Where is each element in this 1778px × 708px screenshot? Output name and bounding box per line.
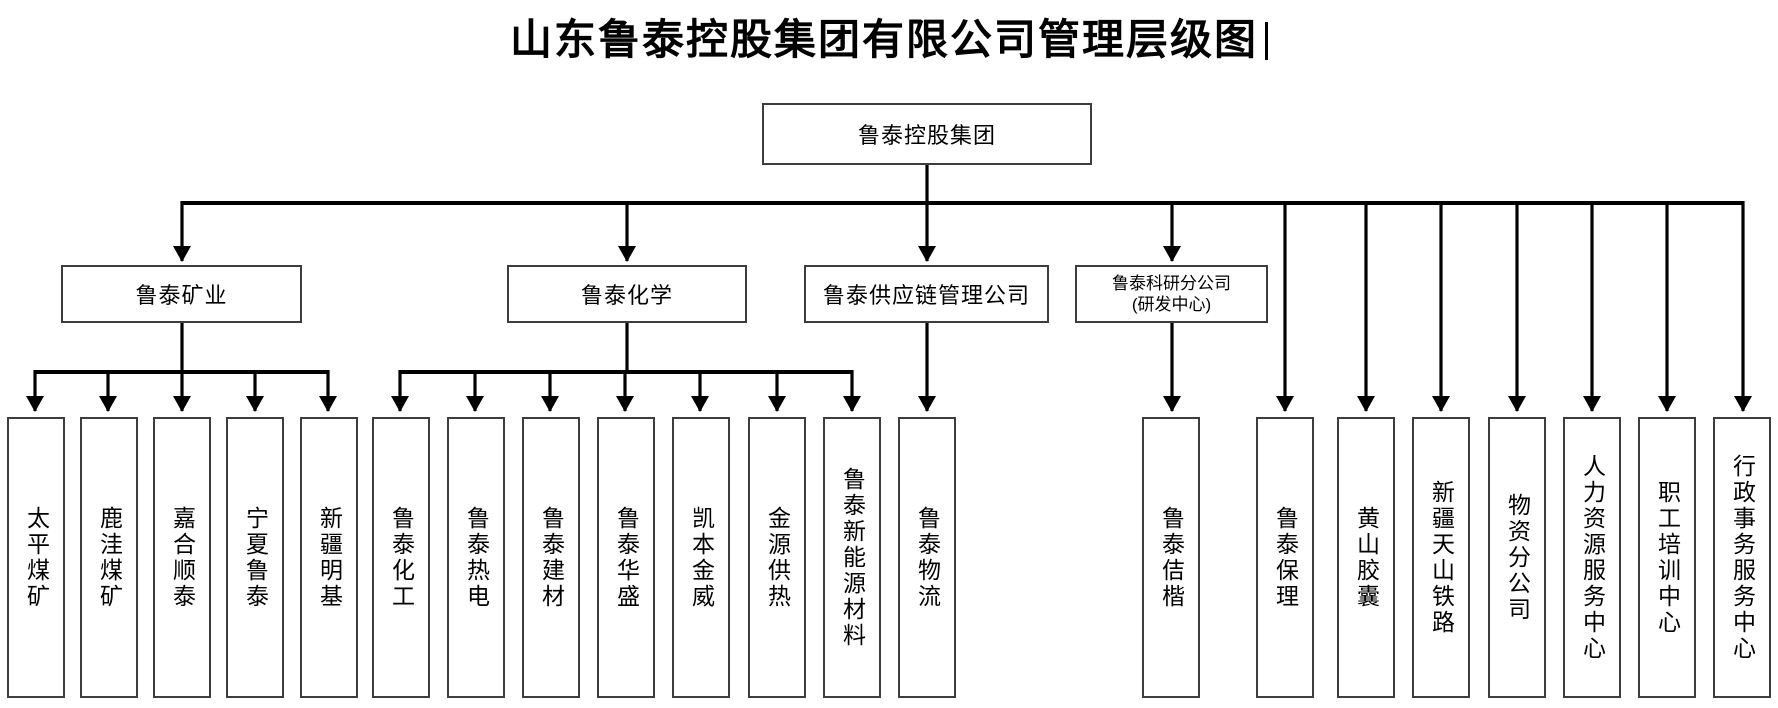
org-leaf-node: 宁夏鲁泰 [226,417,284,698]
org-leaf-node: 金源供热 [748,417,806,698]
org-leaf-label: 嘉合顺泰 [169,505,196,610]
org-leaf-label: 新疆明基 [316,505,343,610]
node-research-label-line2: (研发中心) [1131,295,1212,314]
org-leaf-label: 职工培训中心 [1654,479,1681,636]
org-leaf-node: 鲁泰新能源材料 [823,417,881,698]
title-row: 山东鲁泰控股集团有限公司管理层级图 [0,6,1778,67]
text-cursor [1265,22,1268,60]
org-leaf-node: 鹿洼煤矿 [80,417,138,698]
org-leaf-label: 鲁泰新能源材料 [839,466,866,649]
org-leaf-label: 鲁泰化工 [388,505,415,610]
node-chemistry-label: 鲁泰化学 [580,283,673,308]
org-leaf-node: 新疆明基 [300,417,358,698]
org-leaf-node: 太平煤矿 [7,417,65,698]
org-leaf-label: 鲁泰物流 [914,505,941,610]
org-leaf-node: 凯本金威 [672,417,730,698]
org-leaf-label: 鲁泰建材 [538,505,565,610]
org-leaf-label: 宁夏鲁泰 [242,505,269,610]
node-root: 鲁泰控股集团 [762,103,1092,165]
org-leaf-label: 新疆天山铁路 [1428,479,1455,636]
org-leaf-label: 太平煤矿 [23,505,50,610]
node-supply-chain-label: 鲁泰供应链管理公司 [822,283,1030,308]
page-title: 山东鲁泰控股集团有限公司管理层级图 [509,18,1258,64]
node-root-label: 鲁泰控股集团 [857,123,996,148]
org-leaf-label: 黄山胶囊 [1353,505,1380,610]
org-leaf-node: 鲁泰热电 [447,417,505,698]
org-leaf-label: 物资分公司 [1504,492,1531,623]
org-leaf-node: 行政事务服务中心 [1713,417,1771,698]
node-mining-label: 鲁泰矿业 [135,283,228,308]
org-leaf-node: 职工培训中心 [1638,417,1696,698]
org-leaf-node: 物资分公司 [1488,417,1546,698]
org-leaf-label: 行政事务服务中心 [1729,453,1756,662]
org-leaf-label: 鹿洼煤矿 [96,505,123,610]
org-leaf-node: 鲁泰物流 [898,417,956,698]
org-leaf-label: 凯本金威 [688,505,715,610]
org-leaf-node: 鲁泰保理 [1256,417,1314,698]
node-supply-chain: 鲁泰供应链管理公司 [804,265,1049,323]
org-leaf-node: 嘉合顺泰 [153,417,211,698]
node-chemistry: 鲁泰化学 [507,265,747,323]
org-leaf-label: 鲁泰保理 [1272,505,1299,610]
node-research-label-line1: 鲁泰科研分公司 [1112,273,1231,293]
org-leaf-label: 鲁泰佶楷 [1158,505,1185,610]
org-leaf-label: 鲁泰华盛 [613,505,640,610]
org-leaf-node: 鲁泰佶楷 [1142,417,1200,698]
org-leaf-node: 人力资源服务中心 [1563,417,1621,698]
node-research: 鲁泰科研分公司 (研发中心) [1075,265,1268,323]
org-leaf-node: 鲁泰华盛 [597,417,655,698]
org-leaf-node: 鲁泰化工 [372,417,430,698]
org-leaf-node: 新疆天山铁路 [1412,417,1470,698]
org-leaf-label: 金源供热 [764,505,791,610]
org-leaf-node: 鲁泰建材 [522,417,580,698]
node-mining: 鲁泰矿业 [61,265,302,323]
org-leaf-label: 人力资源服务中心 [1579,453,1606,662]
org-leaf-node: 黄山胶囊 [1337,417,1395,698]
org-leaf-label: 鲁泰热电 [463,505,490,610]
